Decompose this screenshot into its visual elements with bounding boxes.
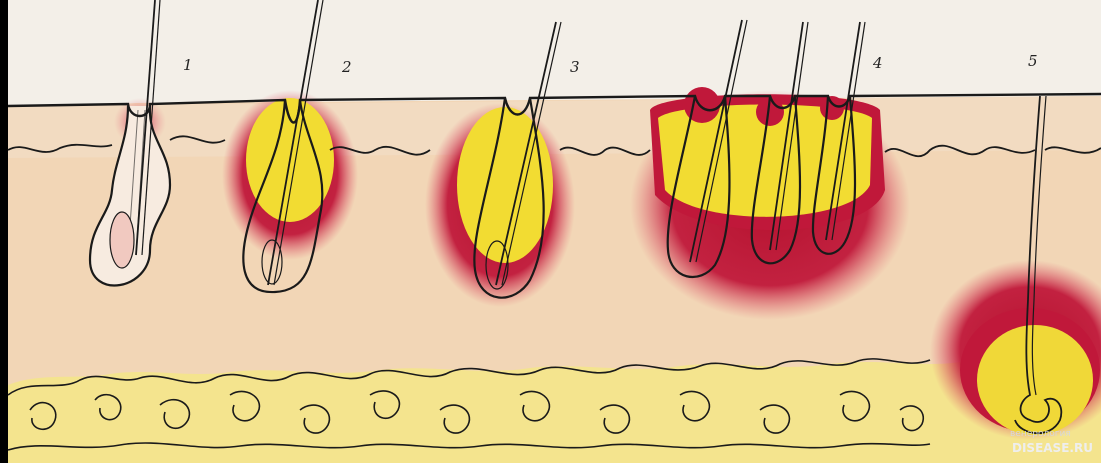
left-edge	[0, 0, 8, 463]
watermark-main-text: DISEASE.RU	[1012, 441, 1093, 455]
stage-label-2: 2	[341, 58, 352, 76]
stage-label-1: 1	[183, 56, 193, 74]
stage-label-3: 3	[570, 58, 580, 76]
stage-label-4: 4	[872, 54, 883, 72]
watermark-top-text: венерология	[1010, 429, 1071, 439]
stage-label-5: 5	[1028, 52, 1038, 70]
